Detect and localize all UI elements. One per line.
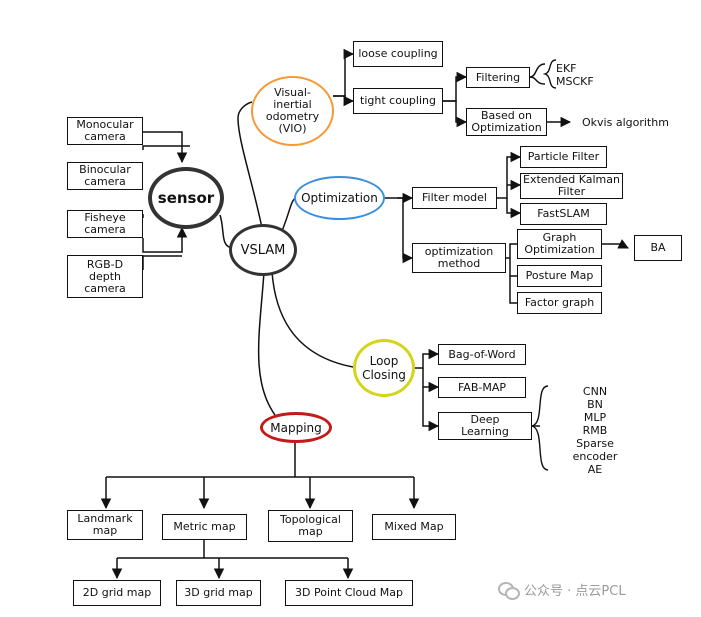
sensor-rgbd-depth-camera[interactable]: RGB-D depth camera [67, 255, 143, 298]
deep-learning-methods-list: CNN BN MLP RMB Sparse encoder AE [572, 385, 618, 476]
based-on-optimization-box[interactable]: Based on Optimization [466, 108, 547, 136]
2d-grid-map-box[interactable]: 2D grid map [73, 580, 161, 606]
watermark: 公众号 · 点云PCL [498, 580, 626, 600]
graph-optimization-box[interactable]: Graph Optimization [517, 229, 602, 259]
sensor-fisheye-camera[interactable]: Fisheye camera [67, 210, 143, 238]
fab-map-box[interactable]: FAB-MAP [438, 377, 526, 398]
filtering-box[interactable]: Filtering [466, 67, 530, 88]
sensor-binocular-camera[interactable]: Binocular camera [67, 162, 143, 190]
mixed-map-box[interactable]: Mixed Map [372, 514, 456, 540]
particle-filter-box[interactable]: Particle Filter [520, 146, 607, 168]
tight-coupling-box[interactable]: tight coupling [353, 88, 443, 114]
loose-coupling-box[interactable]: loose coupling [353, 41, 443, 67]
ba-box[interactable]: BA [634, 235, 682, 261]
sensor-monocular-camera[interactable]: Monocular camera [67, 117, 143, 145]
extended-kalman-filter-box[interactable]: Extended Kalman Filter [520, 173, 623, 199]
3d-grid-map-box[interactable]: 3D grid map [176, 580, 261, 606]
metric-map-box[interactable]: Metric map [162, 514, 247, 540]
bag-of-word-box[interactable]: Bag-of-Word [438, 344, 526, 365]
optimization-node[interactable]: Optimization [294, 176, 385, 220]
topological-map-box[interactable]: Topological map [268, 510, 353, 542]
factor-graph-box[interactable]: Factor graph [517, 292, 602, 314]
sensor-node[interactable]: sensor [148, 167, 224, 229]
fastslam-box[interactable]: FastSLAM [520, 203, 607, 225]
ekf-msckf-list: EKF MSCKF [556, 62, 594, 88]
3d-point-cloud-map-box[interactable]: 3D Point Cloud Map [285, 580, 413, 606]
watermark-text: 公众号 · 点云PCL [524, 584, 626, 599]
vio-node[interactable]: Visual- inertial odometry (VIO) [251, 76, 334, 146]
okvis-algorithm-label: Okvis algorithm [582, 116, 669, 129]
loop-closing-node[interactable]: Loop Closing [353, 339, 415, 397]
landmark-map-box[interactable]: Landmark map [67, 510, 143, 540]
wechat-icon [498, 581, 520, 600]
deep-learning-box[interactable]: Deep Learning [438, 412, 532, 440]
posture-map-box[interactable]: Posture Map [517, 265, 602, 287]
vslam-node[interactable]: VSLAM [229, 224, 297, 276]
mapping-node[interactable]: Mapping [260, 412, 332, 443]
optimization-method-box[interactable]: optimization method [412, 243, 506, 273]
filter-model-box[interactable]: Filter model [412, 187, 497, 209]
